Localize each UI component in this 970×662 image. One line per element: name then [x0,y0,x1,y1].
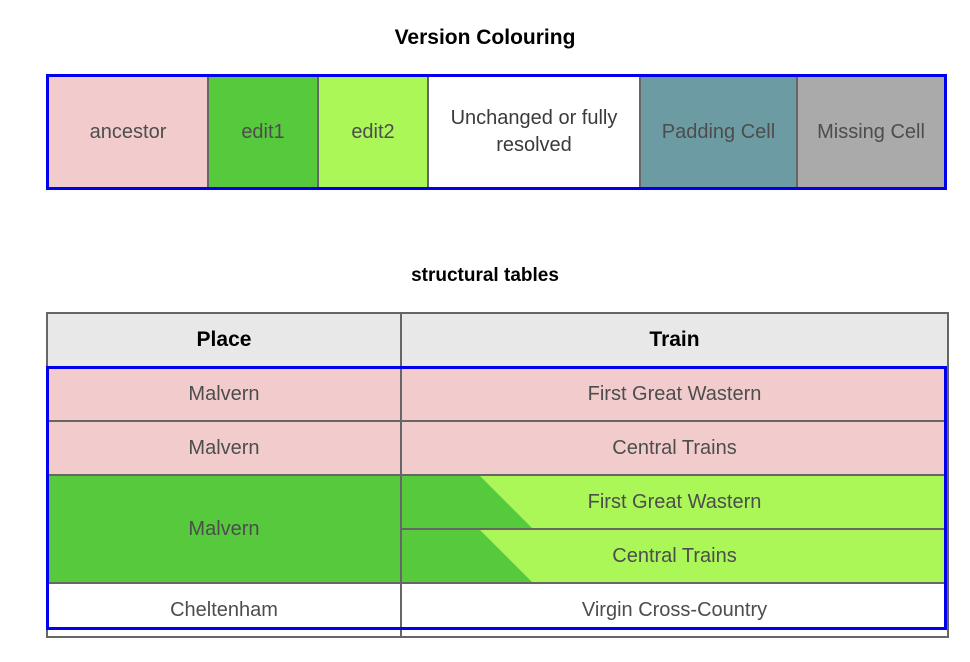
legend-label-ancestor: ancestor [89,120,167,143]
table-row: Malvern First Great Wastern [46,474,949,584]
legend-label-edit2: edit2 [351,120,395,143]
cell-train-4: Virgin Cross-Country [400,582,949,638]
cell-train-2-label: First Great Wastern [587,490,762,513]
table-row: Central Trains [47,528,949,584]
legend-swatch-missing-cell: Missing Cell [798,77,944,187]
column-header-train: Train [400,312,949,368]
table-row: Malvern First Great Wastern [46,366,949,422]
legend-swatch-ancestor: ancestor [49,77,209,187]
cell-train-1: Central Trains [400,420,949,476]
legend-label-unchanged: Unchanged or fully resolved [450,107,618,156]
cell-place-1: Malvern [46,420,402,476]
legend-swatch-unchanged: Unchanged or fully resolved [429,77,641,187]
version-colouring-legend: ancestor edit1 edit2 Unchanged or fully … [46,74,947,190]
cell-place-0: Malvern [46,366,402,422]
legend-label-missing-cell: Missing Cell [817,120,925,143]
cell-place-2: Malvern [46,474,402,584]
legend-label-edit1: edit1 [241,120,285,143]
structural-table: Place Train Malvern First Great Wastern … [46,312,949,638]
table-row: Cheltenham Virgin Cross-Country [46,582,949,638]
table-row: Malvern Central Trains [46,420,949,476]
cell-train-3: Central Trains [400,528,949,584]
cell-train-3-label: Central Trains [612,544,737,567]
cell-place-4: Cheltenham [46,582,402,638]
legend-title: Version Colouring [394,26,576,49]
legend-swatch-edit1: edit1 [209,77,319,187]
structural-tables-title: structural tables [411,265,559,286]
cell-train-0: First Great Wastern [400,366,949,422]
column-header-place: Place [46,312,402,368]
legend-swatch-edit2: edit2 [319,77,429,187]
legend-swatch-padding-cell: Padding Cell [641,77,798,187]
table-header-row: Place Train [46,312,949,368]
cell-train-2: First Great Wastern [400,474,949,530]
legend-label-padding-cell: Padding Cell [661,120,776,143]
